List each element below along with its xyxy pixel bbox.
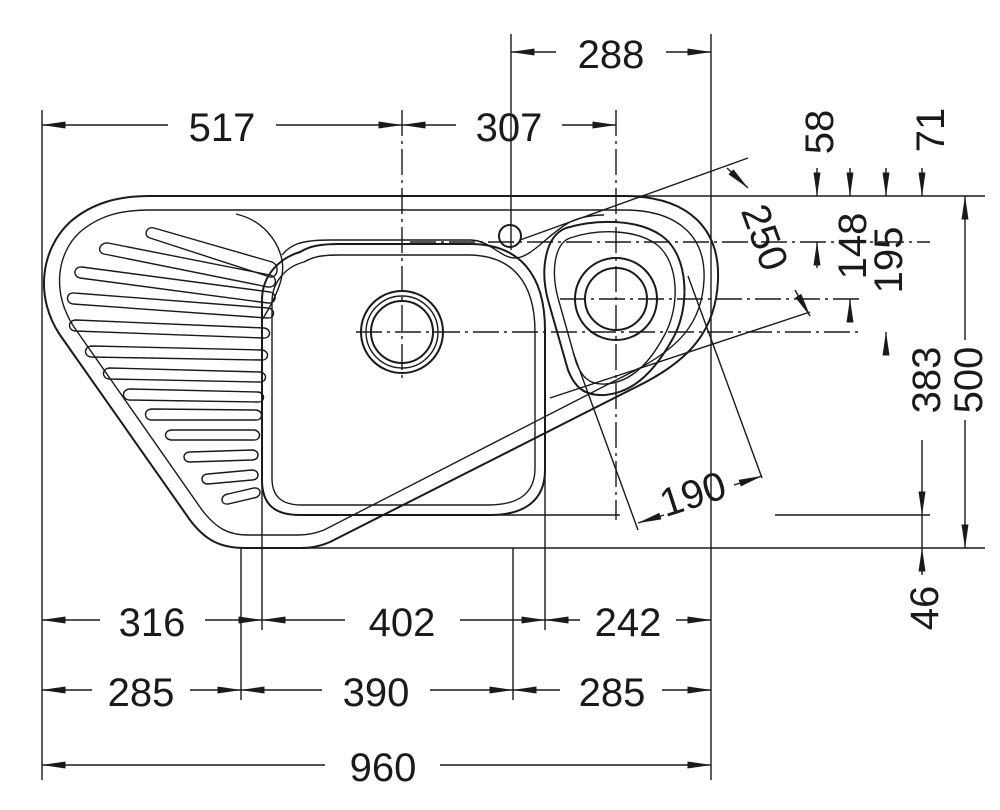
dim-190: 190 (654, 463, 731, 525)
dim-383: 383 (905, 347, 949, 414)
dim-285-left: 285 (108, 671, 175, 715)
drainer-board (66, 213, 284, 505)
dim-402: 402 (369, 601, 436, 645)
main-bowl (261, 243, 546, 516)
extension-lines (41, 34, 985, 780)
inner-rim (58, 209, 705, 536)
dim-500: 500 (947, 347, 991, 414)
outer-rim (43, 195, 720, 549)
tap-hole-circle (498, 224, 522, 248)
dim-46: 46 (903, 586, 947, 631)
dim-195: 195 (867, 227, 911, 294)
small-bowl-inner (553, 231, 676, 385)
small-bowl (543, 220, 686, 397)
main-bowl-inner (271, 254, 536, 506)
dim-148: 148 (831, 213, 875, 280)
dim-58: 58 (798, 110, 842, 155)
main-bowl-outline (261, 243, 546, 516)
dim-285-right: 285 (579, 671, 646, 715)
dim-960: 960 (350, 746, 417, 790)
dim-242: 242 (595, 601, 662, 645)
dim-250: 250 (732, 199, 796, 277)
small-bowl-outline (543, 220, 686, 397)
dim-390: 390 (343, 671, 410, 715)
dim-517: 517 (189, 106, 256, 150)
dimension-lines (41, 48, 969, 769)
dim-71: 71 (909, 108, 953, 153)
dimension-labels: 288 517 307 58 71 148 195 383 500 46 250… (108, 33, 991, 790)
drainer-grooves (66, 227, 278, 505)
dim-307: 307 (476, 106, 543, 150)
dim-316: 316 (119, 601, 186, 645)
dim-288: 288 (578, 33, 645, 77)
sink-outline (43, 195, 720, 549)
